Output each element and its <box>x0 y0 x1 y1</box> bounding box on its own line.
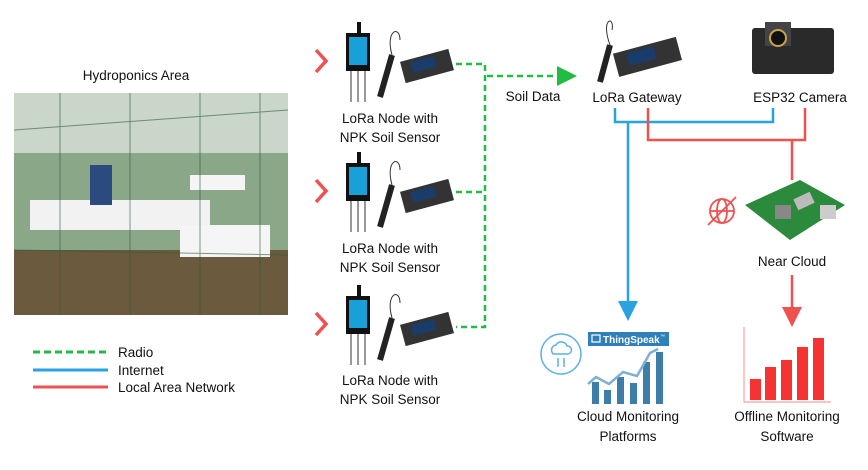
npk-sensor-icon <box>346 152 370 232</box>
node-2-line1: LoRa Node with <box>342 241 438 256</box>
esp32-camera-icon <box>752 22 834 74</box>
legend-radio: Radio <box>118 345 153 360</box>
soil-data-label: Soil Data <box>506 89 561 104</box>
node-3-line2: NPK Soil Sensor <box>340 392 441 407</box>
raspberry-pi-icon <box>745 180 845 240</box>
cloud-line2: Platforms <box>599 429 656 444</box>
thingspeak-tm: ™ <box>660 334 665 340</box>
thingspeak-badge: ThingSpeak ™ <box>588 332 669 346</box>
node-2-line2: NPK Soil Sensor <box>340 260 441 275</box>
lora-board-icon <box>377 294 454 361</box>
lora-board-icon <box>377 31 454 98</box>
legend: Radio Internet Local Area Network <box>33 345 235 395</box>
npk-sensor-icon <box>346 285 370 365</box>
legend-internet: Internet <box>118 363 164 378</box>
offline-line2: Software <box>760 429 813 444</box>
node-3-line1: LoRa Node with <box>342 373 438 388</box>
greenhouse-photo <box>13 93 289 315</box>
chevron-icon <box>314 48 329 74</box>
chevron-icon <box>314 311 329 337</box>
offline-line1: Offline Monitoring <box>734 409 840 424</box>
offline-bar-chart-icon <box>743 327 831 403</box>
legend-lan: Local Area Network <box>118 380 235 395</box>
camera-label: ESP32 Camera <box>753 90 847 105</box>
lan-links <box>646 108 807 327</box>
cloud-bar-chart-icon <box>587 347 663 404</box>
node-1-line1: LoRa Node with <box>342 111 438 126</box>
cloud-line1: Cloud Monitoring <box>577 409 679 424</box>
lora-gateway-icon <box>597 20 682 83</box>
thingspeak-name: ThingSpeak <box>603 335 660 346</box>
npk-sensor-icon <box>346 22 370 102</box>
lora-board-icon <box>377 161 454 228</box>
radio-links <box>456 62 577 329</box>
lora-node-3: LoRa Node with NPK Soil Sensor <box>314 285 454 407</box>
cloud-sync-icon <box>540 333 582 375</box>
lora-node-2: LoRa Node with NPK Soil Sensor <box>314 152 454 275</box>
node-1-line2: NPK Soil Sensor <box>340 130 441 145</box>
internet-links <box>613 108 775 321</box>
globe-crossed-icon <box>707 196 737 226</box>
hydroponics-title: Hydroponics Area <box>83 68 190 83</box>
lora-node-1: LoRa Node with NPK Soil Sensor <box>314 22 454 145</box>
near-cloud-label: Near Cloud <box>758 254 826 269</box>
chevron-icon <box>314 178 329 204</box>
gateway-label: LoRa Gateway <box>592 90 682 105</box>
